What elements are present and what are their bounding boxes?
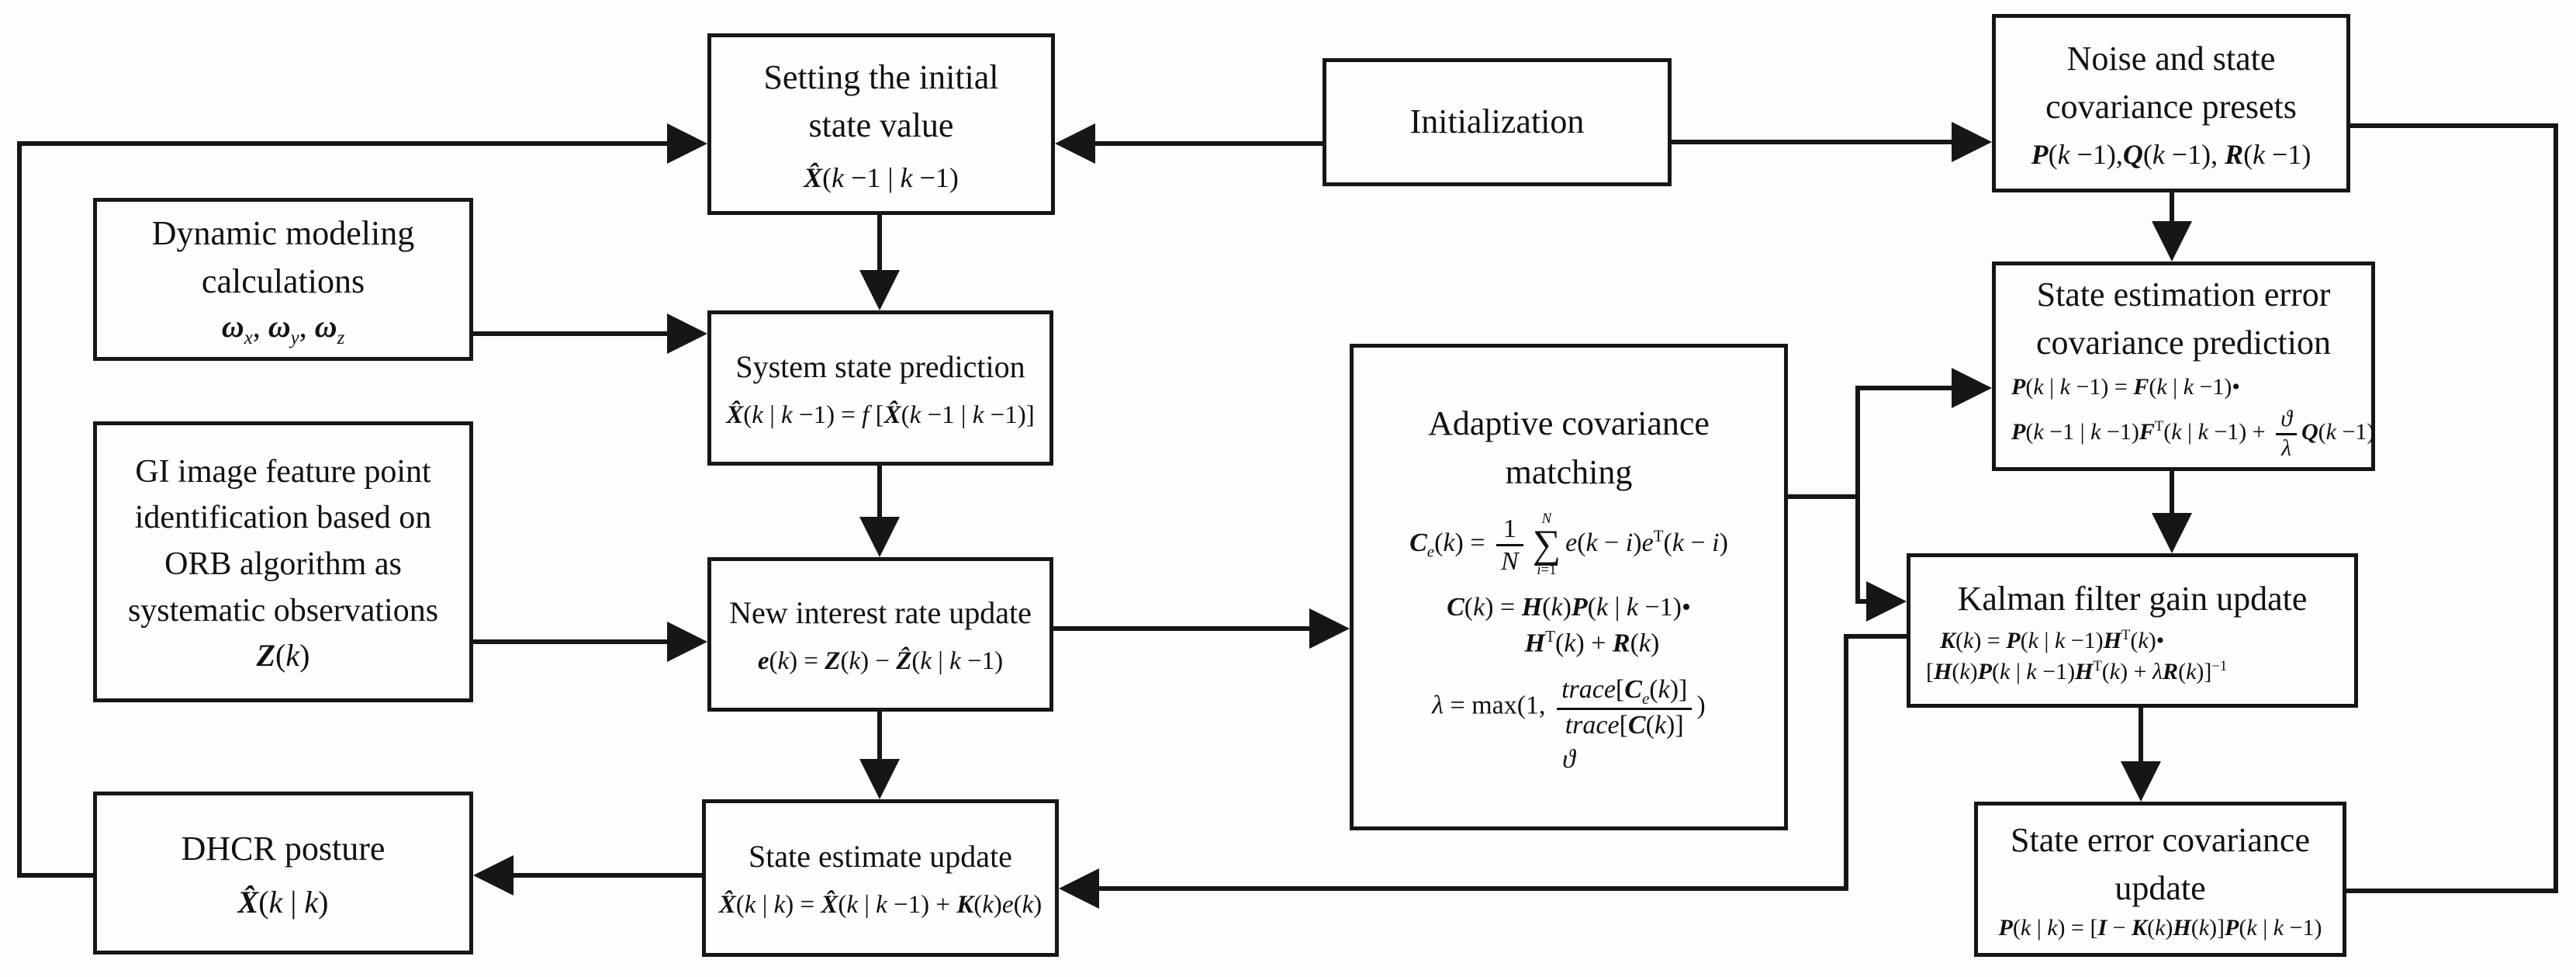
connector-kalman-to-estimate	[1099, 886, 1848, 891]
box-title: covariance presets	[2045, 88, 2297, 126]
arrow-kalman-to-covupdate	[2121, 761, 2161, 802]
connector-covupdate-feedback-top	[2350, 123, 2558, 128]
box-title: New interest rate update	[729, 595, 1032, 631]
arrow-adaptive-to-kalman	[1866, 581, 1907, 622]
box-title: State estimation error	[2036, 275, 2331, 314]
box-formula: X̂(k | k)	[237, 885, 329, 920]
box-title: update	[2114, 869, 2206, 907]
connector-innovation-to-estimate	[877, 712, 882, 762]
box-title: covariance prediction	[2036, 324, 2331, 362]
connector-adaptive-to-kalman	[1855, 599, 1869, 604]
arrow-dhcr-to-setting	[667, 123, 707, 164]
box-title: System state prediction	[735, 348, 1025, 384]
box-new-interest-rate-update: New interest rate update e(k) = Z(k) − Z…	[707, 557, 1053, 712]
arrow-estimate-to-dhcr	[473, 855, 513, 896]
box-formula: Z(k)	[256, 638, 310, 674]
box-title: Adaptive covariance	[1428, 404, 1710, 443]
connector-prediction-to-innovation	[877, 466, 882, 520]
box-dhcr-posture: DHCR posture X̂(k | k)	[93, 792, 473, 954]
box-title: State error covariance	[2011, 820, 2310, 859]
connector-init-to-noise	[1672, 140, 1955, 144]
box-initialization: Initialization	[1323, 58, 1672, 186]
box-dynamic-modeling: Dynamic modeling calculations ωx, ωy, ωz	[93, 198, 473, 361]
arrow-covprediction-to-kalman	[2152, 513, 2192, 553]
box-gi-observations: GI image feature point identification ba…	[93, 421, 473, 702]
box-setting-initial-state: Setting the initial state value X̂(k −1 …	[707, 33, 1055, 215]
connector-kalman-feedback-vertical	[1844, 634, 1848, 891]
box-title: Dynamic modeling	[151, 213, 415, 252]
box-state-estimation-error-covariance-prediction: State estimation error covariance predic…	[1992, 262, 2375, 471]
box-title: Setting the initial	[763, 57, 999, 96]
connector-kalman-out	[1848, 634, 1907, 639]
box-title: Initialization	[1409, 102, 1585, 141]
box-title: state value	[808, 106, 954, 145]
box-title: identification based on	[134, 500, 432, 536]
box-kalman-filter-gain-update: Kalman filter gain update K(k) = P(k | k…	[1907, 553, 2358, 708]
box-title: Noise and state	[2066, 39, 2276, 78]
arrow-prediction-to-innovation	[859, 517, 900, 557]
box-title: DHCR posture	[181, 829, 386, 868]
box-formula: e(k) = Z(k) − Ẑ(k | k −1)	[757, 647, 1004, 676]
box-formula: λ = max(1, trace[Ce(k)]trace[C(k)])	[1432, 674, 1706, 740]
box-formula: [H(k)P(k | k −1)HT(k) + λR(k)]−1	[1926, 657, 2228, 684]
connector-noise-to-covprediction	[2170, 192, 2174, 224]
arrow-kalman-to-estimate	[1059, 868, 1099, 909]
box-title: matching	[1505, 452, 1633, 491]
arrow-adaptive-to-covprediction	[1952, 368, 1992, 408]
arrow-gi-to-innovation	[667, 622, 707, 662]
connector-adaptive-to-covprediction	[1855, 386, 1955, 390]
box-title: Kalman filter gain update	[1957, 580, 2308, 618]
arrow-innovation-to-adaptive	[1309, 608, 1350, 649]
box-formula: X̂(k | k −1) = f [X̂(k −1 | k −1)]	[726, 400, 1035, 429]
connector-setting-to-prediction	[877, 215, 882, 273]
arrow-noise-to-covprediction	[2152, 221, 2192, 262]
connector-dynamic-to-prediction	[473, 331, 670, 336]
connector-estimate-to-dhcr	[513, 873, 702, 878]
arrow-init-to-setting	[1055, 123, 1095, 164]
arrow-setting-to-prediction	[859, 270, 900, 310]
connector-gi-to-innovation	[473, 639, 670, 644]
connector-dhcr-feedback-bottom	[19, 873, 93, 878]
box-formula: K(k) = P(k | k −1)HT(k)•	[1940, 626, 2165, 653]
connector-innovation-to-adaptive	[1053, 626, 1312, 631]
connector-covupdate-feedback-bottom	[2346, 889, 2558, 893]
box-noise-state-covariance-presets: Noise and state covariance presets P(k −…	[1992, 14, 2350, 192]
box-formula: P(k −1),Q(k −1), R(k −1)	[2031, 138, 2311, 170]
box-formula: P(k | k −1) = F(k | k −1)•	[2011, 374, 2240, 400]
connector-dhcr-feedback-vertical	[17, 141, 22, 878]
connector-adaptive-branch-vertical	[1855, 388, 1860, 604]
box-formula: ωx, ωy, ωz	[221, 308, 345, 348]
connector-init-to-setting	[1095, 141, 1323, 146]
box-state-estimate-update: State estimate update X̂(k | k) = X̂(k |…	[702, 799, 1059, 957]
box-title: calculations	[201, 262, 365, 301]
arrow-innovation-to-estimate	[859, 759, 900, 799]
arrow-dynamic-to-prediction	[667, 314, 707, 354]
box-title: GI image feature point	[135, 453, 431, 490]
box-formula: C(k) = H(k)P(k | k −1)•	[1447, 593, 1691, 622]
box-formula: X̂(k | k) = X̂(k | k −1) + K(k)e(k)	[718, 891, 1043, 920]
box-title: State estimate update	[749, 839, 1012, 875]
box-title: ORB algorithm as	[164, 546, 402, 582]
connector-adaptive-out	[1788, 494, 1860, 499]
connector-dhcr-feedback-top	[17, 141, 669, 146]
box-formula: ϑ	[1562, 744, 1575, 774]
connector-covprediction-to-kalman	[2170, 471, 2174, 516]
box-title: systematic observations	[127, 592, 439, 629]
box-system-state-prediction: System state prediction X̂(k | k −1) = f…	[707, 310, 1053, 466]
connector-kalman-to-covupdate	[2139, 708, 2143, 764]
box-state-error-covariance-update: State error covariance update P(k | k) =…	[1974, 802, 2346, 957]
arrow-init-to-noise	[1952, 122, 1992, 162]
box-formula: X̂(k −1 | k −1)	[804, 161, 959, 193]
box-formula: P(k | k) = [I − K(k)H(k)]P(k | k −1)	[1998, 915, 2322, 941]
box-formula: HT(k) + R(k)	[1524, 627, 1660, 658]
connector-covupdate-feedback-vertical	[2554, 123, 2558, 893]
